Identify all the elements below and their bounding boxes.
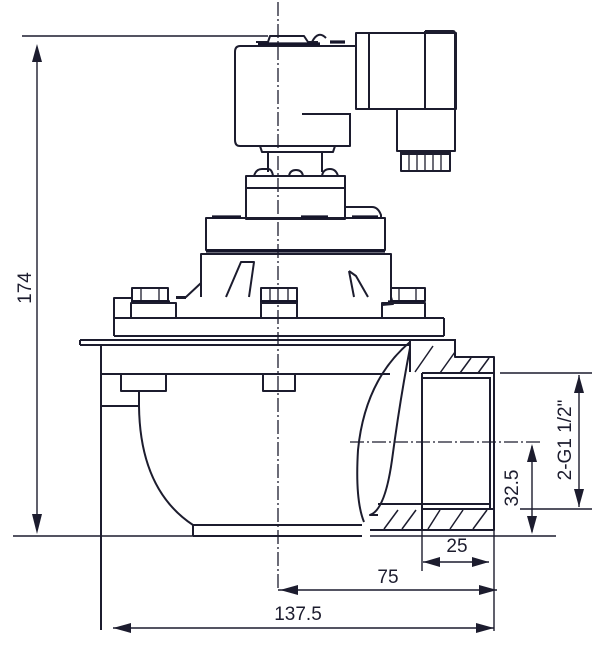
bonnet [176,253,394,306]
dim-label-75: 75 [377,567,398,588]
dim-label-174: 174 [15,272,36,304]
dimension-port-center-height [527,444,537,534]
dimension-thread-length [421,530,489,571]
dim-label-137-5: 137.5 [274,604,322,625]
dimension-port-thread [500,372,592,510]
cable-gland [400,151,451,172]
dimension-centerline-to-face [278,585,497,595]
dimension-overall-height [13,35,556,537]
dimension-overall-width [113,530,495,633]
flange-bolts [113,287,445,337]
threaded-outlet-port [370,339,495,531]
diaphragm-cover [205,215,386,253]
dim-label-port-thread: 2-G1 1/2" [555,400,576,481]
pilot-body [245,168,382,220]
dim-label-32-5: 32.5 [502,470,523,507]
solenoid-coil [234,33,356,172]
connector-plug [355,30,457,152]
dim-label-25: 25 [446,536,467,557]
valve-body [79,339,456,630]
